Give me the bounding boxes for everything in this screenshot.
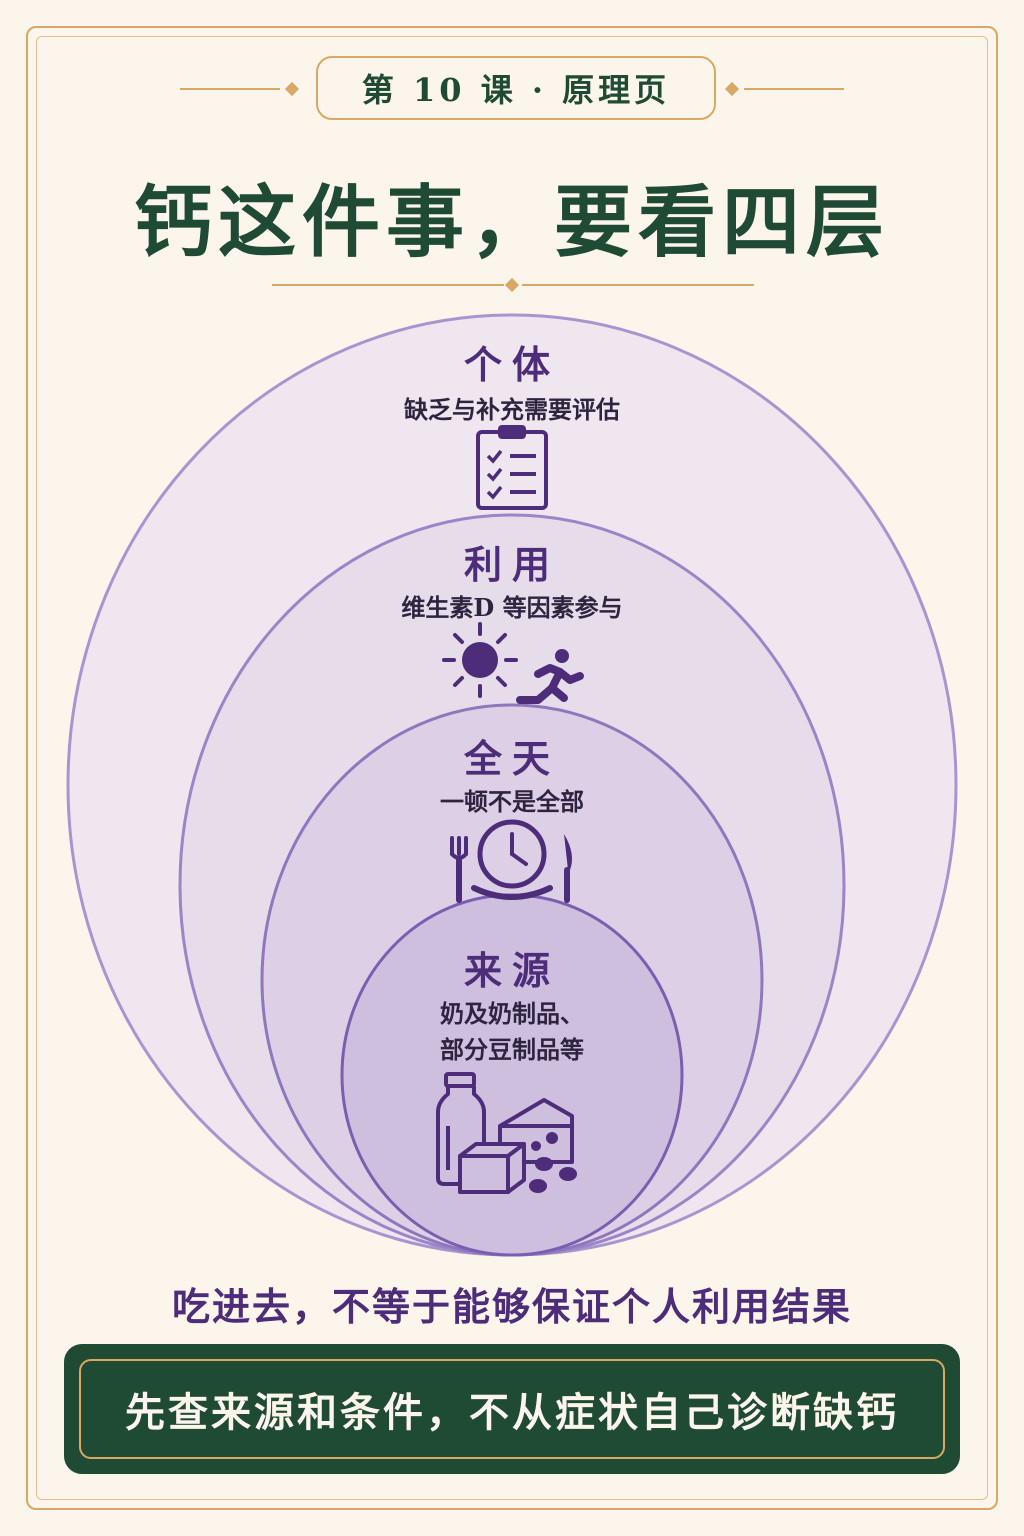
fork-icon — [450, 836, 468, 903]
page-title: 钙这件事，要看四层 — [133, 177, 890, 268]
header-rule-left — [180, 88, 280, 90]
clock-icon — [477, 819, 547, 889]
layer-individual-heading: 个体 — [463, 342, 560, 387]
inner-frame — [36, 36, 988, 1500]
title-rule-right — [522, 284, 754, 286]
title-rule-left — [272, 284, 504, 286]
clipboard-checklist-icon — [476, 425, 548, 510]
layer-utilization-subtitle: 维生素D 等因素参与 — [401, 593, 623, 622]
bottom-banner: 先查来源和条件，不从症状自己诊断缺钙 — [64, 1344, 960, 1474]
header-rule-right — [744, 88, 844, 90]
layer-source-subtitle-line2: 部分豆制品等 — [440, 1035, 584, 1064]
milk-cheese-tofu-beans-icon — [436, 1072, 577, 1194]
sun-icon — [442, 622, 518, 698]
layer-utilization-heading: 利用 — [463, 542, 560, 587]
banner-text: 先查来源和条件，不从症状自己诊断缺钙 — [79, 1359, 945, 1459]
beans-icon — [529, 1157, 577, 1193]
outer-frame — [26, 26, 998, 1510]
runner-icon — [516, 649, 584, 704]
layer-individual-subtitle: 缺乏与补充需要评估 — [404, 395, 620, 424]
layer-whole-day-heading: 全天 — [463, 736, 560, 781]
plate-icon — [471, 885, 553, 900]
tofu-icon — [458, 1142, 526, 1194]
layer-source-subtitle-line1: 奶及奶制品、 — [440, 999, 584, 1028]
layer-whole-day-subtitle: 一顿不是全部 — [440, 787, 584, 816]
sun-and-runner-icon — [442, 622, 584, 704]
lesson-tab: 第 10 课 · 原理页 — [316, 56, 716, 120]
knife-icon — [564, 834, 572, 903]
layer-source-heading: 来源 — [463, 948, 560, 993]
caption-text: 吃进去，不等于能够保证个人利用结果 — [171, 1284, 852, 1329]
clock-plate-utensils-icon — [450, 819, 572, 903]
